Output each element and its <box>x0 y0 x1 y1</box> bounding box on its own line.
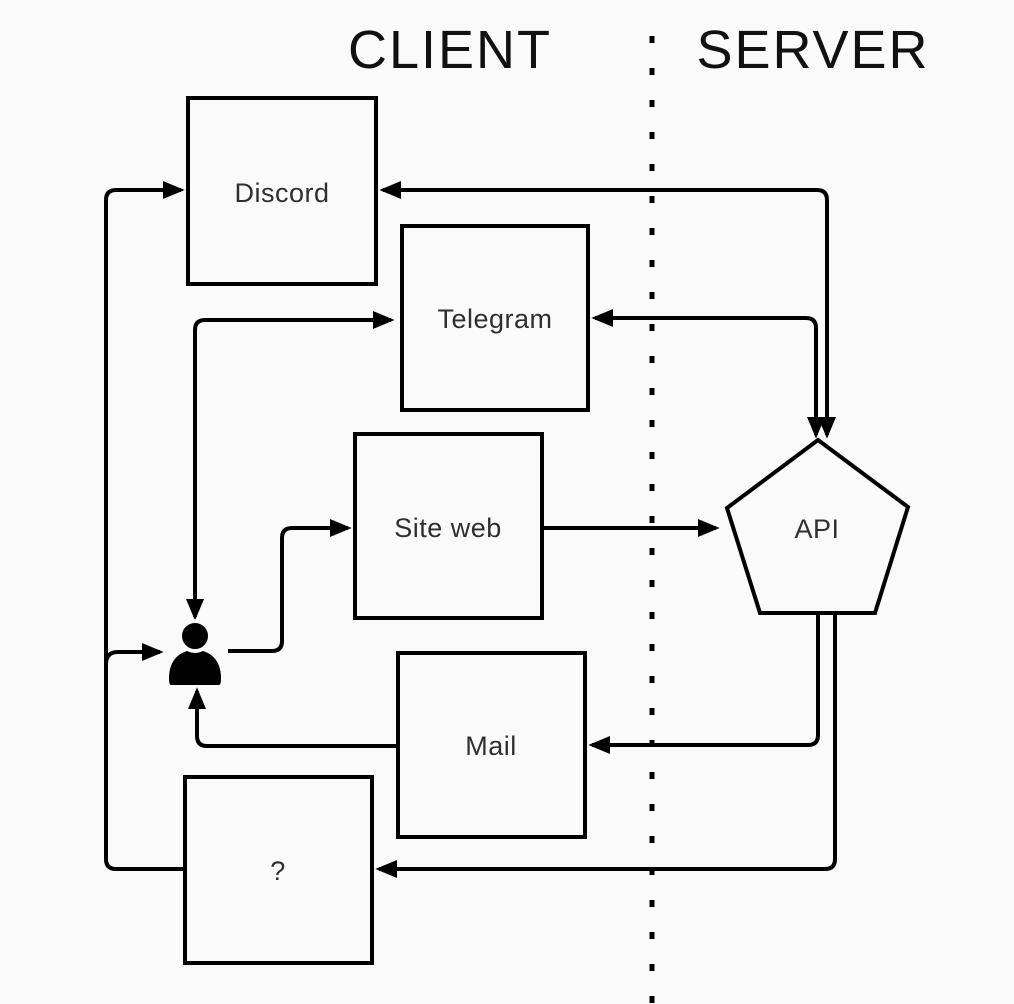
user-icon <box>169 619 221 685</box>
edge-unknown-to-user <box>104 643 164 665</box>
edge-unknown-to-discord <box>104 181 185 871</box>
edge-api-to-mail <box>588 614 820 754</box>
site-web-node-box <box>353 432 544 620</box>
mail-node-label: Mail <box>465 731 517 761</box>
user-icon-head <box>178 619 212 653</box>
edge-api-to-unknown <box>375 614 837 878</box>
site-web-node-label: Site web <box>394 513 502 543</box>
user-icon-body <box>169 650 221 685</box>
discord-node-label: Discord <box>234 178 329 208</box>
edge-mail-to-user <box>188 687 398 748</box>
telegram-node-box <box>400 224 590 412</box>
edge-api-discord-bidirectional <box>379 181 836 439</box>
client-zone-title: CLIENT <box>348 20 552 80</box>
telegram-node-label: Telegram <box>437 304 552 334</box>
edge-user-telegram-bidirectional <box>186 311 395 621</box>
mail-node-box <box>396 651 587 839</box>
discord-node-box <box>186 96 378 286</box>
api-pentagon-node <box>724 437 911 615</box>
api-node-label: API <box>794 514 839 544</box>
unknown-client-node-label: ? <box>270 856 286 886</box>
unknown-client-node-box <box>183 775 374 965</box>
edge-api-telegram-bidirectional <box>591 309 825 439</box>
edge-user-to-site-web <box>228 519 352 653</box>
server-zone-title: SERVER <box>696 20 929 80</box>
